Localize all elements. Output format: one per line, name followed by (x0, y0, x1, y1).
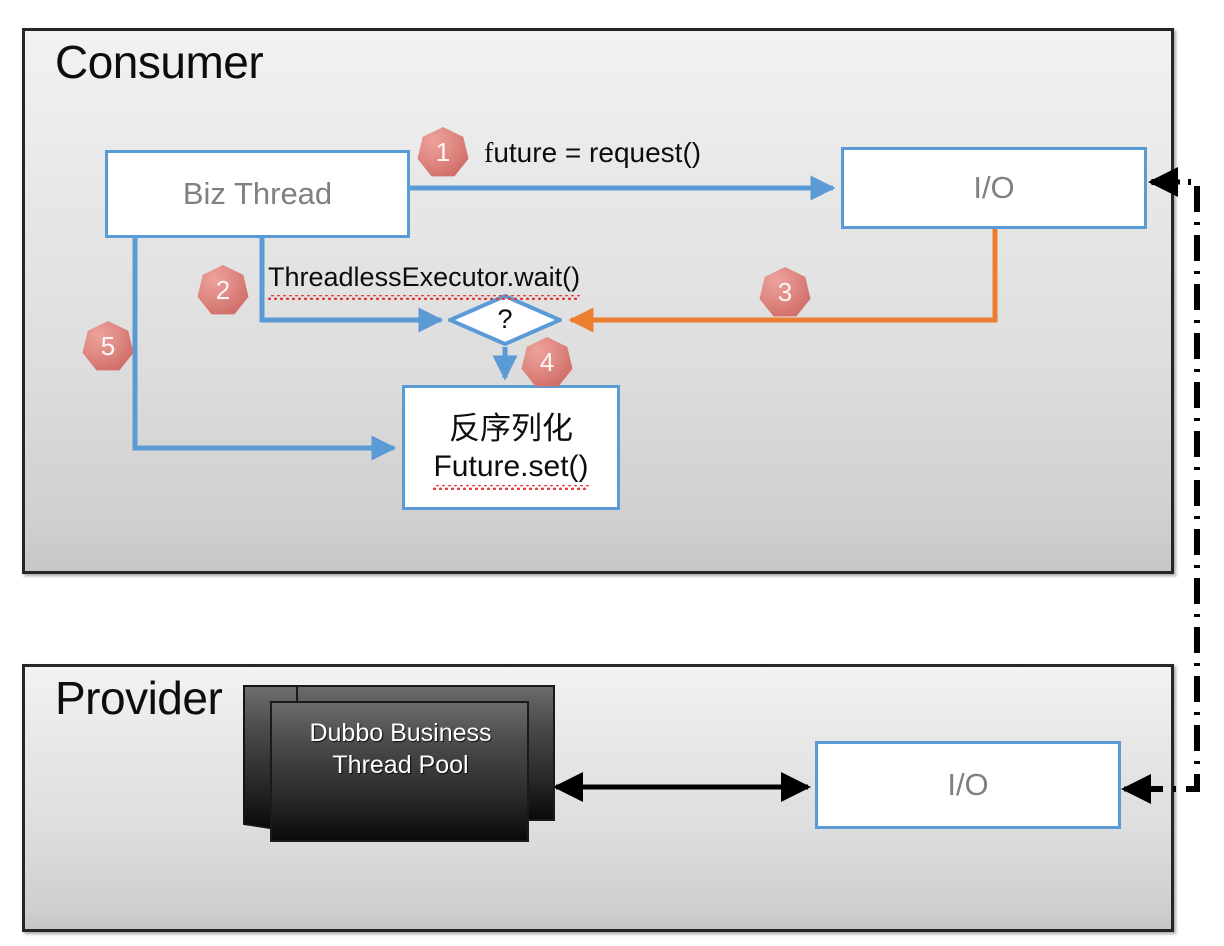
thread-pool-label-line2: Thread Pool (332, 751, 469, 779)
dubbo-thread-pool-stack[interactable]: Dubbo Business Thread Pool (243, 685, 558, 885)
provider-io-label: I/O (947, 767, 989, 802)
wait-call-label-text: ThreadlessExecutor.wait() (268, 262, 581, 300)
thread-pool-card-front: Dubbo Business Thread Pool (243, 685, 501, 843)
request-call-label-prefix: f (484, 138, 494, 169)
thread-pool-label-line1: Dubbo Business (309, 719, 492, 747)
provider-io-box[interactable]: I/O (815, 741, 1121, 829)
consumer-panel-title: Consumer (55, 36, 264, 88)
request-call-label-rest: uture = request() (493, 137, 702, 168)
consumer-io-box[interactable]: I/O (841, 147, 1147, 229)
step-badge-5-number: 5 (100, 331, 116, 361)
step-badge-3-number: 3 (777, 277, 793, 307)
step-badge-4-number: 4 (539, 347, 555, 377)
decision-diamond[interactable]: ? (444, 293, 566, 347)
biz-thread-box[interactable]: Biz Thread (105, 150, 410, 238)
biz-thread-label: Biz Thread (182, 176, 333, 211)
step-badge-1-number: 1 (435, 137, 451, 167)
decision-diamond-label: ? (497, 303, 513, 334)
deserialize-label-en: Future.set() (433, 449, 589, 490)
deserialize-box[interactable]: 反序列化 Future.set() (402, 385, 620, 510)
step-badge-2-number: 2 (215, 275, 231, 305)
provider-panel-title: Provider (55, 672, 223, 724)
consumer-io-label: I/O (973, 170, 1015, 205)
thread-pool-label: Dubbo Business Thread Pool (243, 685, 558, 813)
wait-call-label: ThreadlessExecutor.wait() (268, 262, 581, 300)
deserialize-label-cn: 反序列化 (449, 411, 573, 448)
thread-pool-card-middle (270, 701, 529, 842)
request-call-label: future = request() (484, 137, 701, 170)
decision-diamond-shape (444, 293, 566, 347)
